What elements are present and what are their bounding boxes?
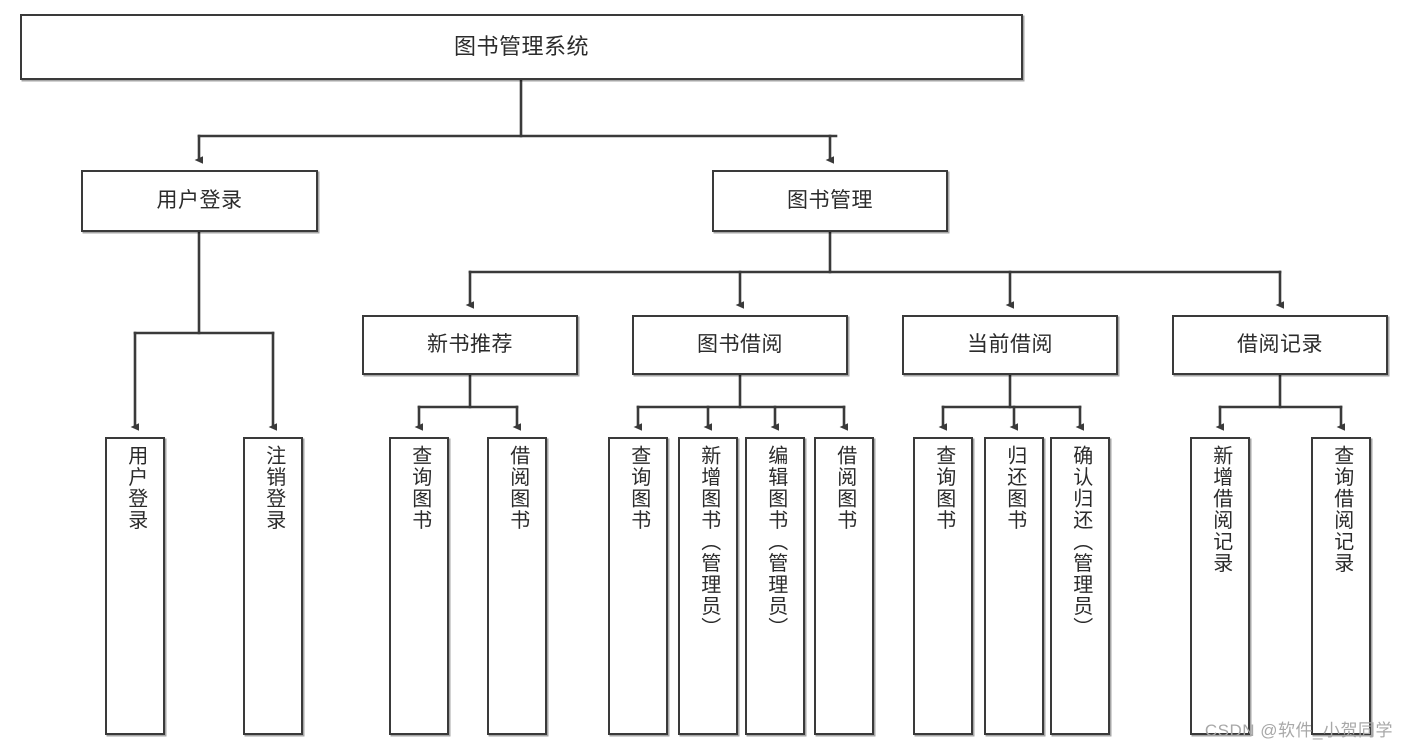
leaf-query-book-borrow[interactable]: 查询图书 [608,437,668,735]
node-book-borrow[interactable]: 图书借阅 [632,315,848,375]
node-label: 查询借阅记录 [1330,445,1353,574]
node-borrow-records[interactable]: 借阅记录 [1172,315,1388,375]
leaf-edit-book-admin[interactable]: 编辑图书（管理员） [745,437,805,735]
node-label: 新增借阅记录 [1209,445,1232,574]
node-label: 新增图书（管理员） [697,445,720,639]
leaf-query-book-recommend[interactable]: 查询图书 [389,437,449,735]
node-label: 借阅图书 [833,445,856,531]
leaf-logout[interactable]: 注销登录 [243,437,303,735]
node-book-management[interactable]: 图书管理 [712,170,948,232]
node-label: 查询图书 [932,445,955,531]
node-label: 借阅记录 [1237,333,1323,357]
node-label: 查询图书 [627,445,650,531]
node-label: 图书管理 [787,189,873,213]
node-label: 用户登录 [156,189,243,213]
node-label: 用户登录 [124,445,147,531]
leaf-query-borrow-record[interactable]: 查询借阅记录 [1311,437,1371,735]
node-label: 图书借阅 [697,333,783,357]
leaf-add-book-admin[interactable]: 新增图书（管理员） [678,437,738,735]
node-label: 借阅图书 [506,445,529,531]
leaf-return-book[interactable]: 归还图书 [984,437,1044,735]
watermark-text: CSDN @软件_小贺同学 [1204,721,1393,740]
node-label: 归还图书 [1003,445,1026,531]
node-new-book-recommend[interactable]: 新书推荐 [362,315,578,375]
leaf-query-book-current[interactable]: 查询图书 [913,437,973,735]
node-label: 当前借阅 [967,333,1053,357]
leaf-confirm-return-admin[interactable]: 确认归还（管理员） [1050,437,1110,735]
node-label: 查询图书 [408,445,431,531]
node-label: 注销登录 [262,445,285,531]
leaf-borrow-book[interactable]: 借阅图书 [814,437,874,735]
leaf-add-borrow-record[interactable]: 新增借阅记录 [1190,437,1250,735]
node-label: 新书推荐 [427,333,513,357]
node-label: 确认归还（管理员） [1069,445,1092,639]
leaf-borrow-book-recommend[interactable]: 借阅图书 [487,437,547,735]
node-root-system[interactable]: 图书管理系统 [20,14,1023,80]
node-user-login[interactable]: 用户登录 [81,170,318,232]
node-label: 图书管理系统 [453,33,589,59]
node-label: 编辑图书（管理员） [764,445,787,639]
node-current-borrow[interactable]: 当前借阅 [902,315,1118,375]
leaf-user-login[interactable]: 用户登录 [105,437,165,735]
